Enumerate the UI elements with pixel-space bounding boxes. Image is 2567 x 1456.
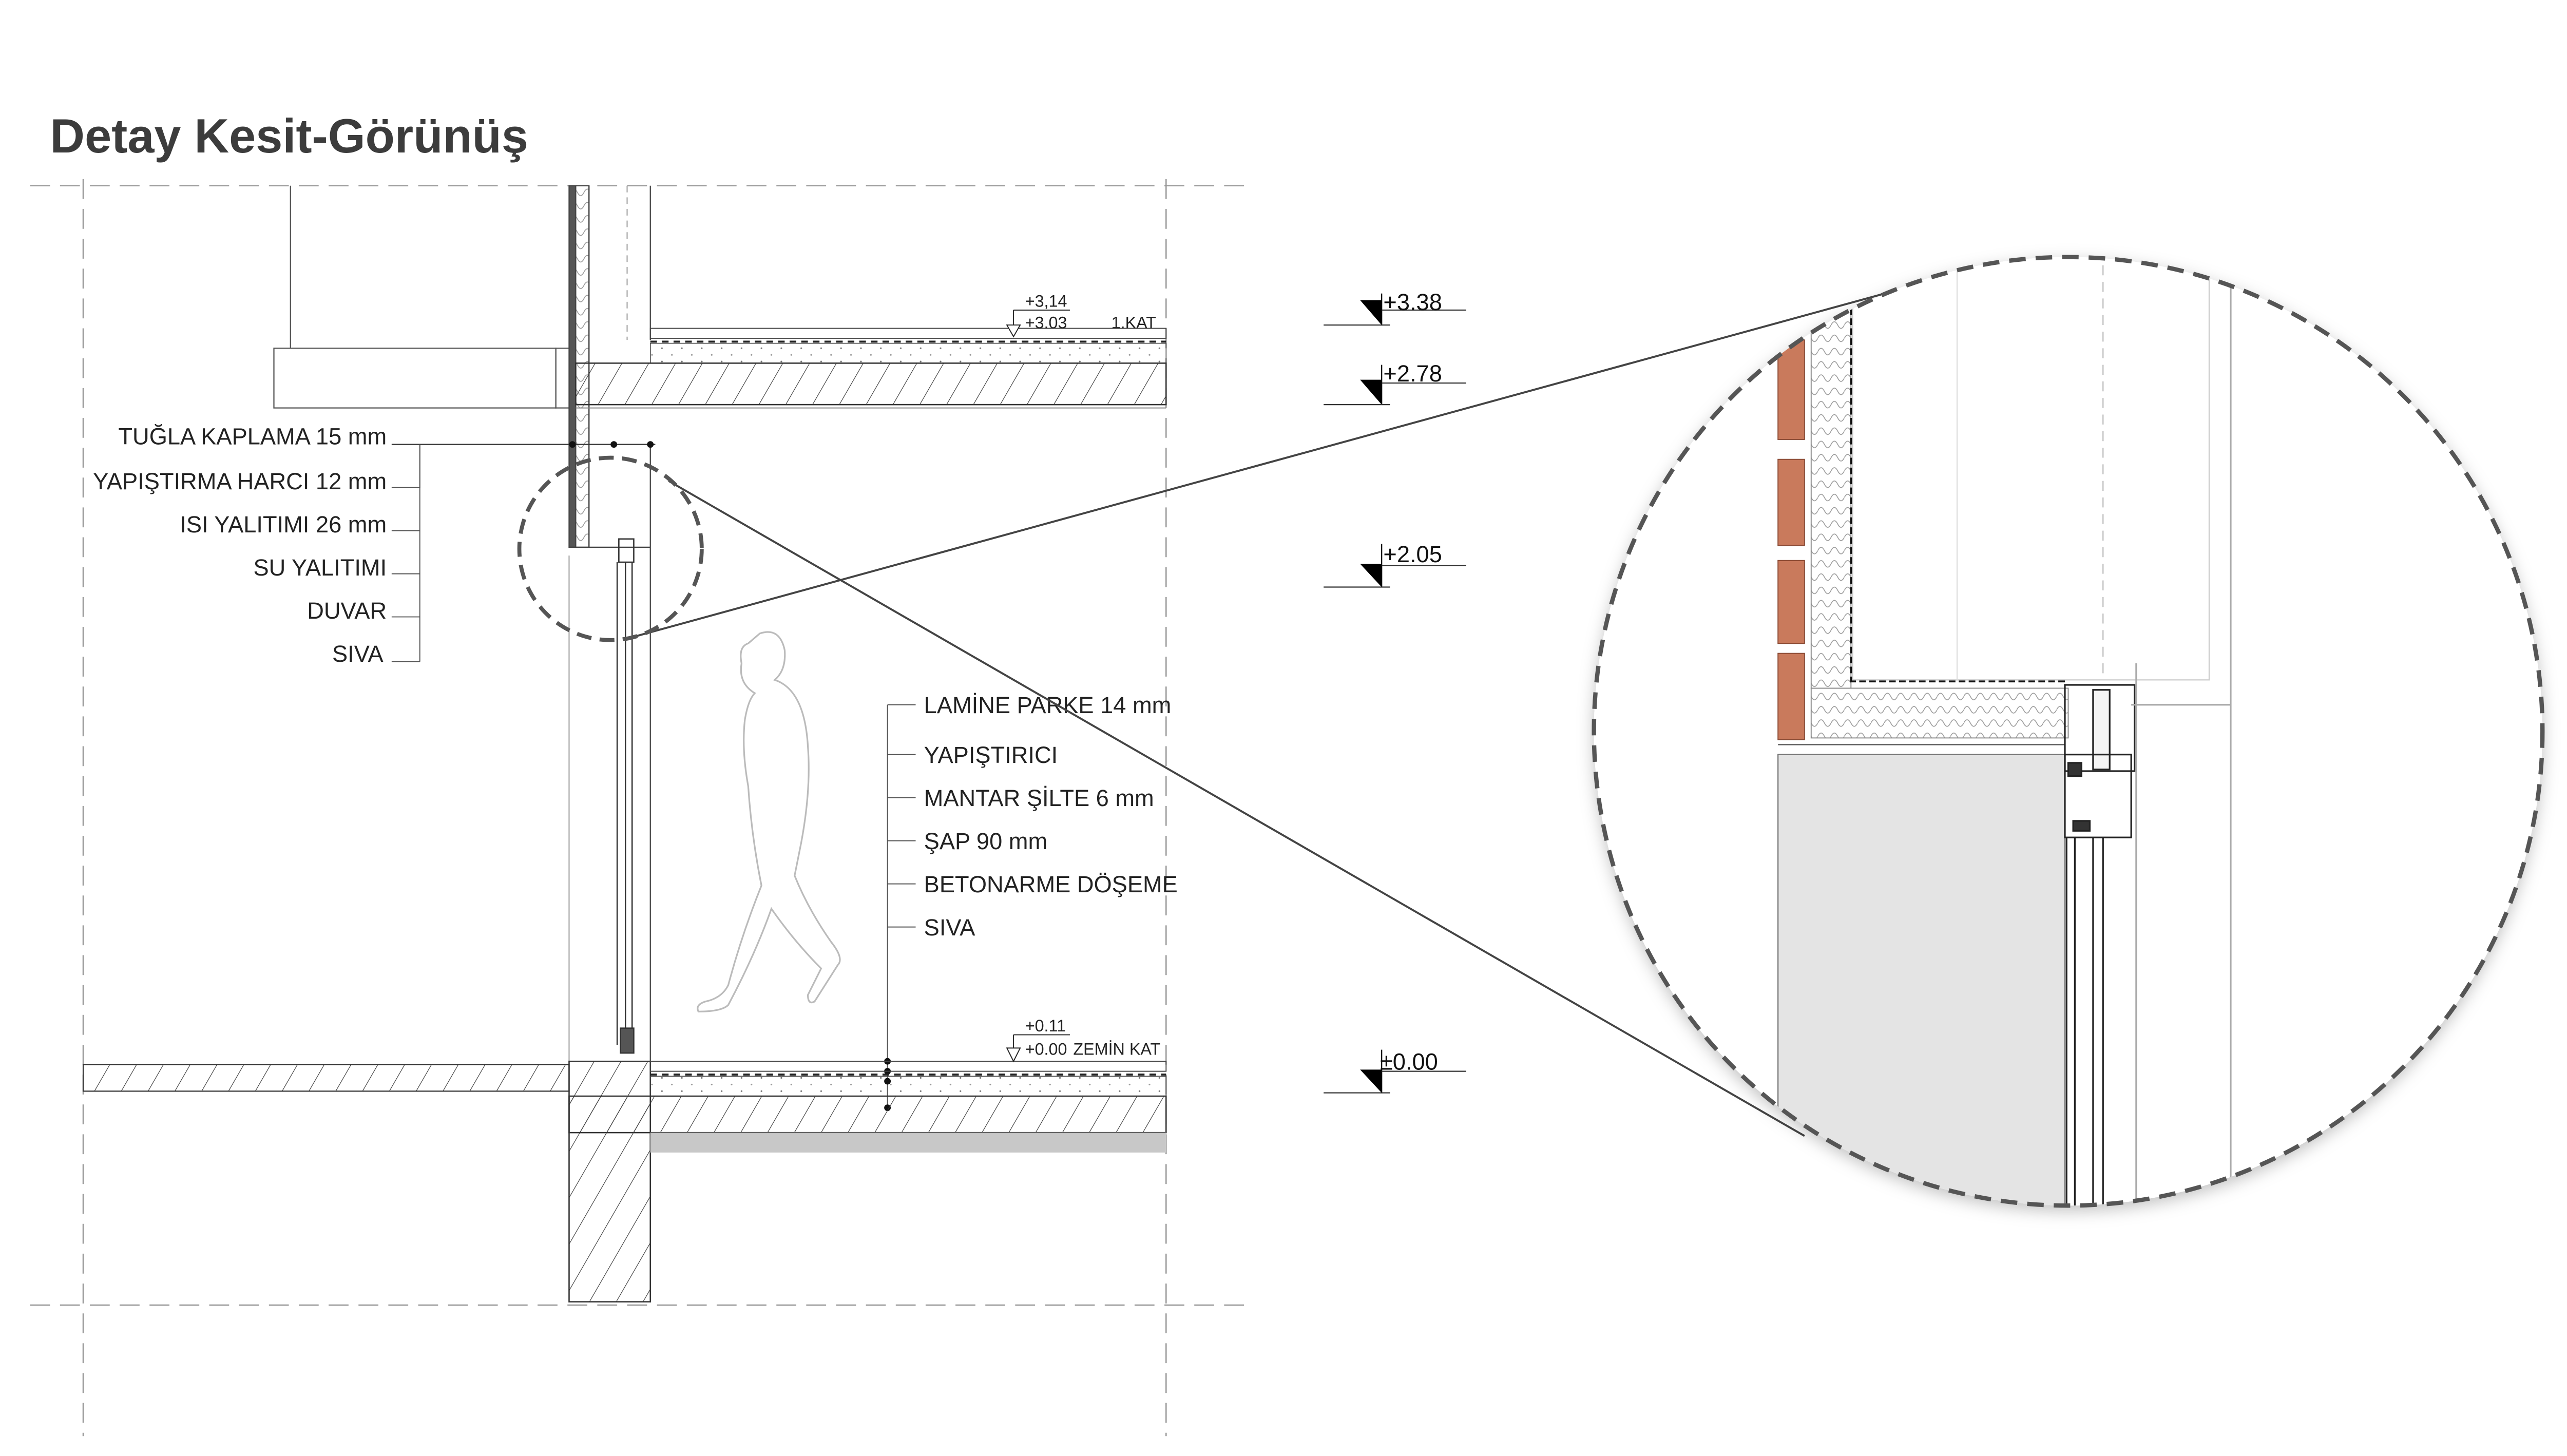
level-marker-label: +2.05 (1383, 541, 1442, 567)
floor-layer-label: LAMİNE PARKE 14 mm (924, 692, 1172, 718)
upper-floor-slab (575, 328, 1167, 409)
wall-layer-label: DUVAR (307, 598, 387, 624)
floor-layer-label: SIVA (924, 914, 976, 941)
upper-floor-name: 1.KAT (1112, 314, 1156, 332)
upper-floor-top-level: +3,14 (1025, 292, 1067, 311)
canopy (273, 185, 577, 409)
level-markers: +3.38 +2.78 +2.05 ±0.00 (1324, 289, 1466, 1094)
upper-floor-level-tag: +3,14 +3.03 1.KAT (1006, 292, 1156, 338)
wall-layer-label: TUĞLA KAPLAMA 15 mm (118, 424, 387, 450)
wall-layer-label: YAPIŞTIRMA HARCI 12 mm (93, 468, 387, 494)
ground-floor-level-tag: +0.11 +0.00 ZEMİN KAT (1006, 1017, 1160, 1063)
level-marker-label: ±0.00 (1380, 1048, 1438, 1075)
window (616, 538, 635, 1054)
exterior-wall (568, 185, 651, 1062)
brick-cladding (1777, 257, 1805, 740)
concrete-wall (1777, 754, 2066, 1206)
floor-layer-label: YAPIŞTIRICI (924, 742, 1058, 768)
window-frame (2064, 265, 2232, 1206)
level-marker-label: +2.78 (1383, 360, 1442, 387)
detail-callout-large-circle (1592, 255, 2545, 1208)
floor-layer-labels: LAMİNE PARKE 14 mm YAPIŞTIRICI MANTAR Şİ… (884, 692, 1178, 1112)
upper-floor-bottom-level: +3.03 (1025, 314, 1067, 332)
wall-layer-label: ISI YALITIMI 26 mm (180, 511, 387, 538)
floor-layer-label: BETONARME DÖŞEME (924, 871, 1178, 897)
detail-callout-small-circle (517, 455, 704, 642)
wall-layer-labels: TUĞLA KAPLAMA 15 mm YAPIŞTIRMA HARCI 12 … (93, 424, 656, 667)
ground-floor-name: ZEMİN KAT (1073, 1040, 1160, 1058)
human-figure-silhouette (697, 631, 841, 1012)
ground-slab (82, 1060, 1167, 1302)
ground-floor-bottom-level: +0.00 (1025, 1040, 1067, 1058)
floor-layer-label: ŞAP 90 mm (924, 828, 1047, 854)
wall-layer-label: SIVA (332, 641, 384, 667)
detail-callout-lines (633, 291, 1891, 1137)
floor-layer-label: MANTAR ŞİLTE 6 mm (924, 785, 1154, 811)
ground-floor-top-level: +0.11 (1025, 1017, 1066, 1035)
wall-layer-label: SU YALITIMI (253, 554, 387, 581)
enlarged-detail (1592, 255, 2545, 1208)
level-marker-label: +3.38 (1383, 289, 1442, 315)
page-title: Detay Kesit-Görünüş (50, 109, 528, 163)
